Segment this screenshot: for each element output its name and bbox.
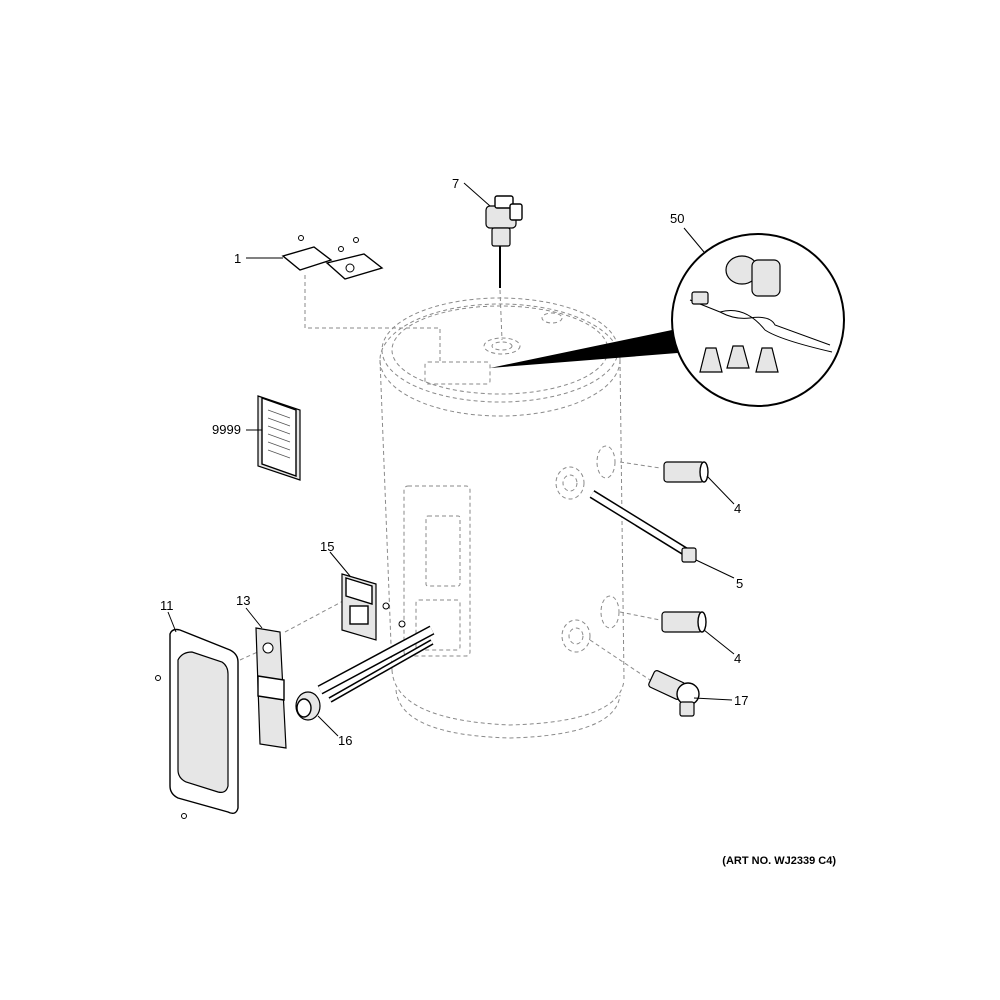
part-label-13: 13 bbox=[236, 593, 250, 608]
heating-element bbox=[295, 602, 435, 721]
leader-lines bbox=[167, 182, 735, 737]
bracket-part bbox=[281, 235, 384, 280]
part-label-17: 17 bbox=[734, 693, 748, 708]
manual-booklet bbox=[257, 395, 301, 481]
part-label-16: 16 bbox=[338, 733, 352, 748]
relief-valve-icon bbox=[485, 195, 523, 288]
part-label-11: 11 bbox=[160, 598, 174, 613]
part-label-4-upper: 4 bbox=[734, 501, 741, 516]
part-label-50: 50 bbox=[670, 211, 684, 226]
part-label-1: 1 bbox=[234, 251, 241, 266]
water-heater-tank-icon bbox=[379, 297, 625, 739]
part-label-4-lower: 4 bbox=[734, 651, 741, 666]
part-label-7: 7 bbox=[452, 176, 459, 191]
nipple-fitting-lower bbox=[661, 611, 707, 633]
nipple-fitting-upper bbox=[663, 461, 709, 483]
terminal-cover bbox=[255, 627, 287, 749]
drain-valve bbox=[648, 670, 700, 717]
thermostat bbox=[341, 573, 377, 641]
part-label-9999: 9999 bbox=[212, 422, 241, 437]
assembly-lines bbox=[239, 275, 661, 681]
access-cover bbox=[155, 628, 239, 819]
dip-tube bbox=[589, 490, 697, 563]
art-number: (ART NO. WJ2339 C4) bbox=[722, 855, 836, 867]
part-label-15: 15 bbox=[320, 539, 334, 554]
cord-kit-icon bbox=[490, 233, 845, 407]
part-label-5: 5 bbox=[736, 576, 743, 591]
